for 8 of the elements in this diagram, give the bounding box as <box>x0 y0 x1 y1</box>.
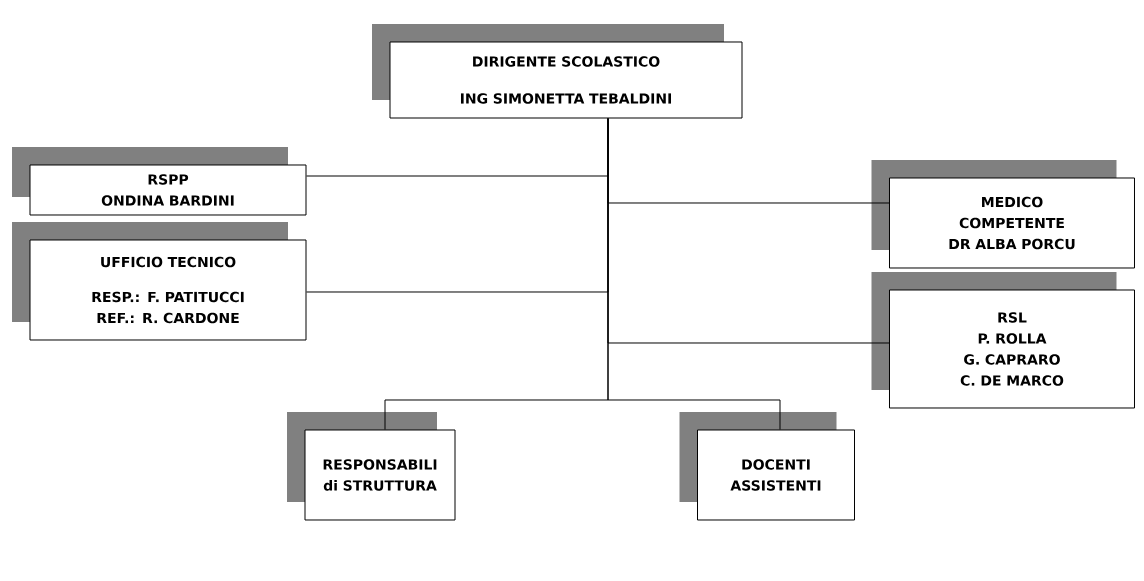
org-box: DIRIGENTE SCOLASTICO ING SIMONETTA TEBALDINI <box>372 24 743 119</box>
org-box: UFFICIO TECNICO RESP.: F. PATITUCCI REF.: R. CARDONE <box>12 222 307 341</box>
org-box: RESPONSABILI di STRUTTURA <box>287 412 456 521</box>
org-box: DOCENTI ASSISTENTI <box>679 412 855 521</box>
org-box: MEDICO COMPETENTE DR ALBA PORCU <box>871 160 1135 269</box>
org-box: RSPP ONDINA BARDINI <box>12 147 307 216</box>
org-box: RSL P. ROLLA G. CAPRARO C. DE MARCO <box>871 272 1135 409</box>
connector-line <box>607 118 781 430</box>
